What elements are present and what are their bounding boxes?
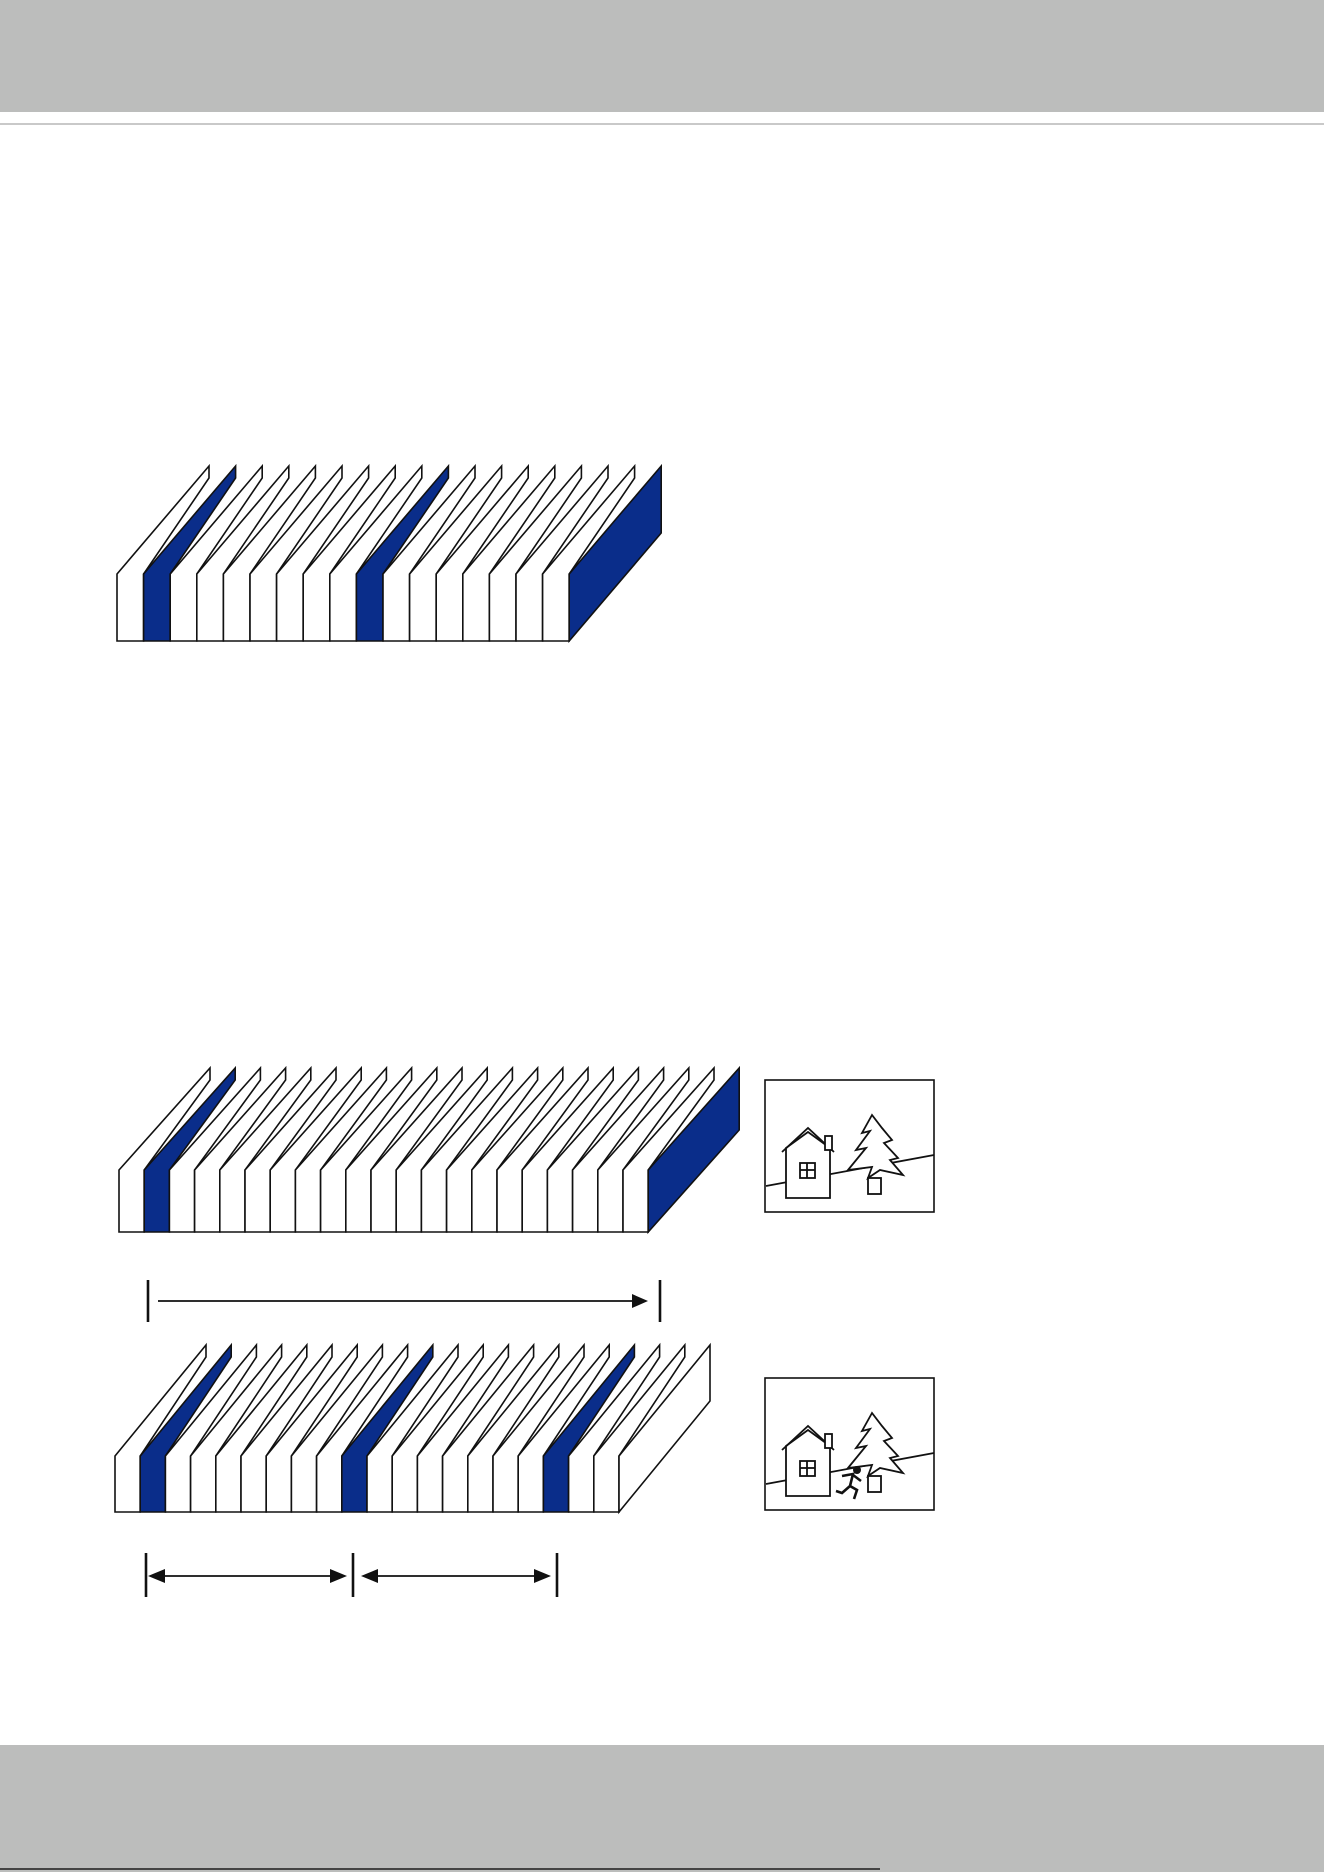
arrow-left-icon bbox=[148, 1569, 165, 1583]
interval-marker-short bbox=[146, 1553, 557, 1597]
gop-sequence-static bbox=[119, 1068, 739, 1232]
footer-band bbox=[0, 1745, 1324, 1872]
arrow-right-icon bbox=[632, 1294, 648, 1308]
arrow-left-icon bbox=[361, 1569, 378, 1583]
gop-sequence-motion bbox=[115, 1345, 710, 1512]
arrow-right-icon bbox=[534, 1569, 551, 1583]
gop-sequence-top bbox=[117, 466, 661, 641]
arrow-right-icon bbox=[330, 1569, 347, 1583]
interval-marker-long bbox=[148, 1280, 660, 1322]
footer-divider bbox=[0, 1868, 880, 1870]
motion-scene bbox=[765, 1378, 934, 1510]
static-scene bbox=[765, 1080, 934, 1212]
